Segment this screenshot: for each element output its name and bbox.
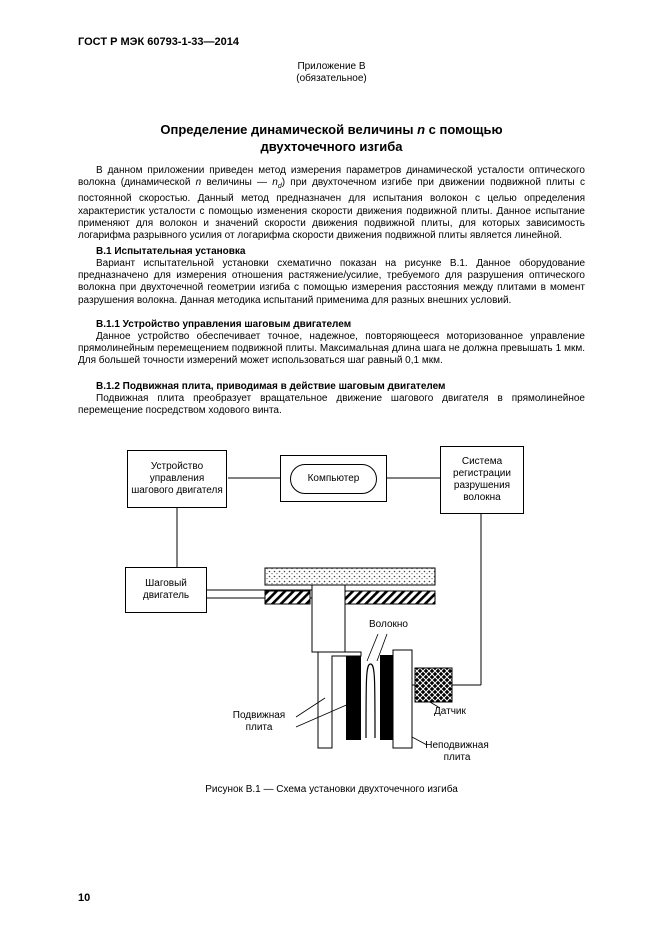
intro-subscript-d: d [277, 183, 282, 191]
fiber-loop [365, 663, 376, 739]
title-line-2: двухточечного изгиба [260, 139, 403, 154]
recording-system-box: Система регистрации разрушения волокна [440, 446, 524, 514]
figure-caption: Рисунок В.1 — Схема установки двухточечн… [205, 784, 458, 795]
recording-system-label: Система регистрации разрушения волокна [453, 456, 511, 503]
title-text: Определение динамической величины [160, 122, 418, 137]
page-number: 10 [78, 892, 91, 904]
figure-b1-diagram: Устройство управления шагового двигателя… [78, 440, 585, 775]
computer-box: Компьютер [290, 463, 377, 494]
section-b12-heading: В.1.2 Подвижная плита, приводимая в дейс… [96, 381, 446, 392]
intro-italic-n1: n [195, 177, 202, 189]
intro-text-3: ) при двухточечном изгибе при движении п… [78, 177, 585, 242]
section-b11-body: Данное устройство обеспечивает точное, н… [78, 331, 585, 367]
leader-lines [295, 633, 441, 746]
annex-type: (обязательное) [296, 73, 367, 84]
annex-label: Приложение В [297, 61, 366, 72]
computer-box-label: Компьютер [307, 472, 360, 484]
stepper-motor-label: Шаговый двигатель [142, 578, 190, 601]
page-title: Определение динамической величины n с по… [78, 121, 585, 155]
fixed-plate-face [380, 655, 393, 740]
hatched-guide-right [344, 590, 436, 605]
fixed-plate-label: Неподвижная плита [425, 740, 489, 763]
intro-text-1: В данном приложении приведен метод измер… [78, 165, 585, 189]
movable-plate-face [346, 656, 361, 740]
leader-fiber-1 [366, 633, 379, 662]
intro-italic-n2: n [272, 177, 278, 189]
title-italic-n: n [417, 122, 426, 137]
leader-fiber-2 [376, 633, 388, 662]
sensor-shape [414, 667, 453, 703]
carriage-block [311, 584, 346, 653]
diagram-graphics [176, 477, 482, 749]
movable-plate-label: Подвижная плита [232, 710, 286, 733]
computer-outer-box: Компьютер [280, 455, 387, 502]
controller-box-label: Устройство управления шагового двигателя [131, 461, 223, 496]
controller-box: Устройство управления шагового двигателя [127, 450, 227, 508]
leader-movable-plate-1 [295, 697, 326, 718]
title-line-1: Определение динамической величины n с по… [78, 121, 585, 138]
leader-sensor [429, 701, 441, 709]
lead-screw-beam [264, 567, 436, 586]
document-header: ГОСТ Р МЭК 60793-1-33—2014 [78, 36, 239, 48]
annex-block: Приложение В (обязательное) [78, 61, 585, 85]
section-b1-heading: В.1 Испытательная установка [96, 246, 246, 257]
fixed-plate-body [392, 649, 413, 749]
fiber-label: Волокно [369, 619, 408, 630]
sensor-label: Датчик [434, 706, 466, 717]
leader-fixed-plate [411, 736, 428, 746]
hatched-guide-left [264, 590, 311, 605]
intro-paragraph: В данном приложении приведен метод измер… [78, 165, 585, 242]
section-b12-body: Подвижная плита преобразует вращательное… [78, 393, 585, 417]
title-text-2: с помощью [425, 122, 503, 137]
intro-text-2: величины — [201, 177, 273, 189]
stepper-motor-box: Шаговый двигатель [125, 567, 207, 613]
leader-movable-plate-2 [295, 702, 352, 728]
movable-arm [317, 651, 362, 749]
section-b1-body: Вариант испытательной установки схематич… [78, 258, 585, 306]
section-b11-heading: В.1.1 Устройство управления шаговым двиг… [96, 319, 352, 330]
